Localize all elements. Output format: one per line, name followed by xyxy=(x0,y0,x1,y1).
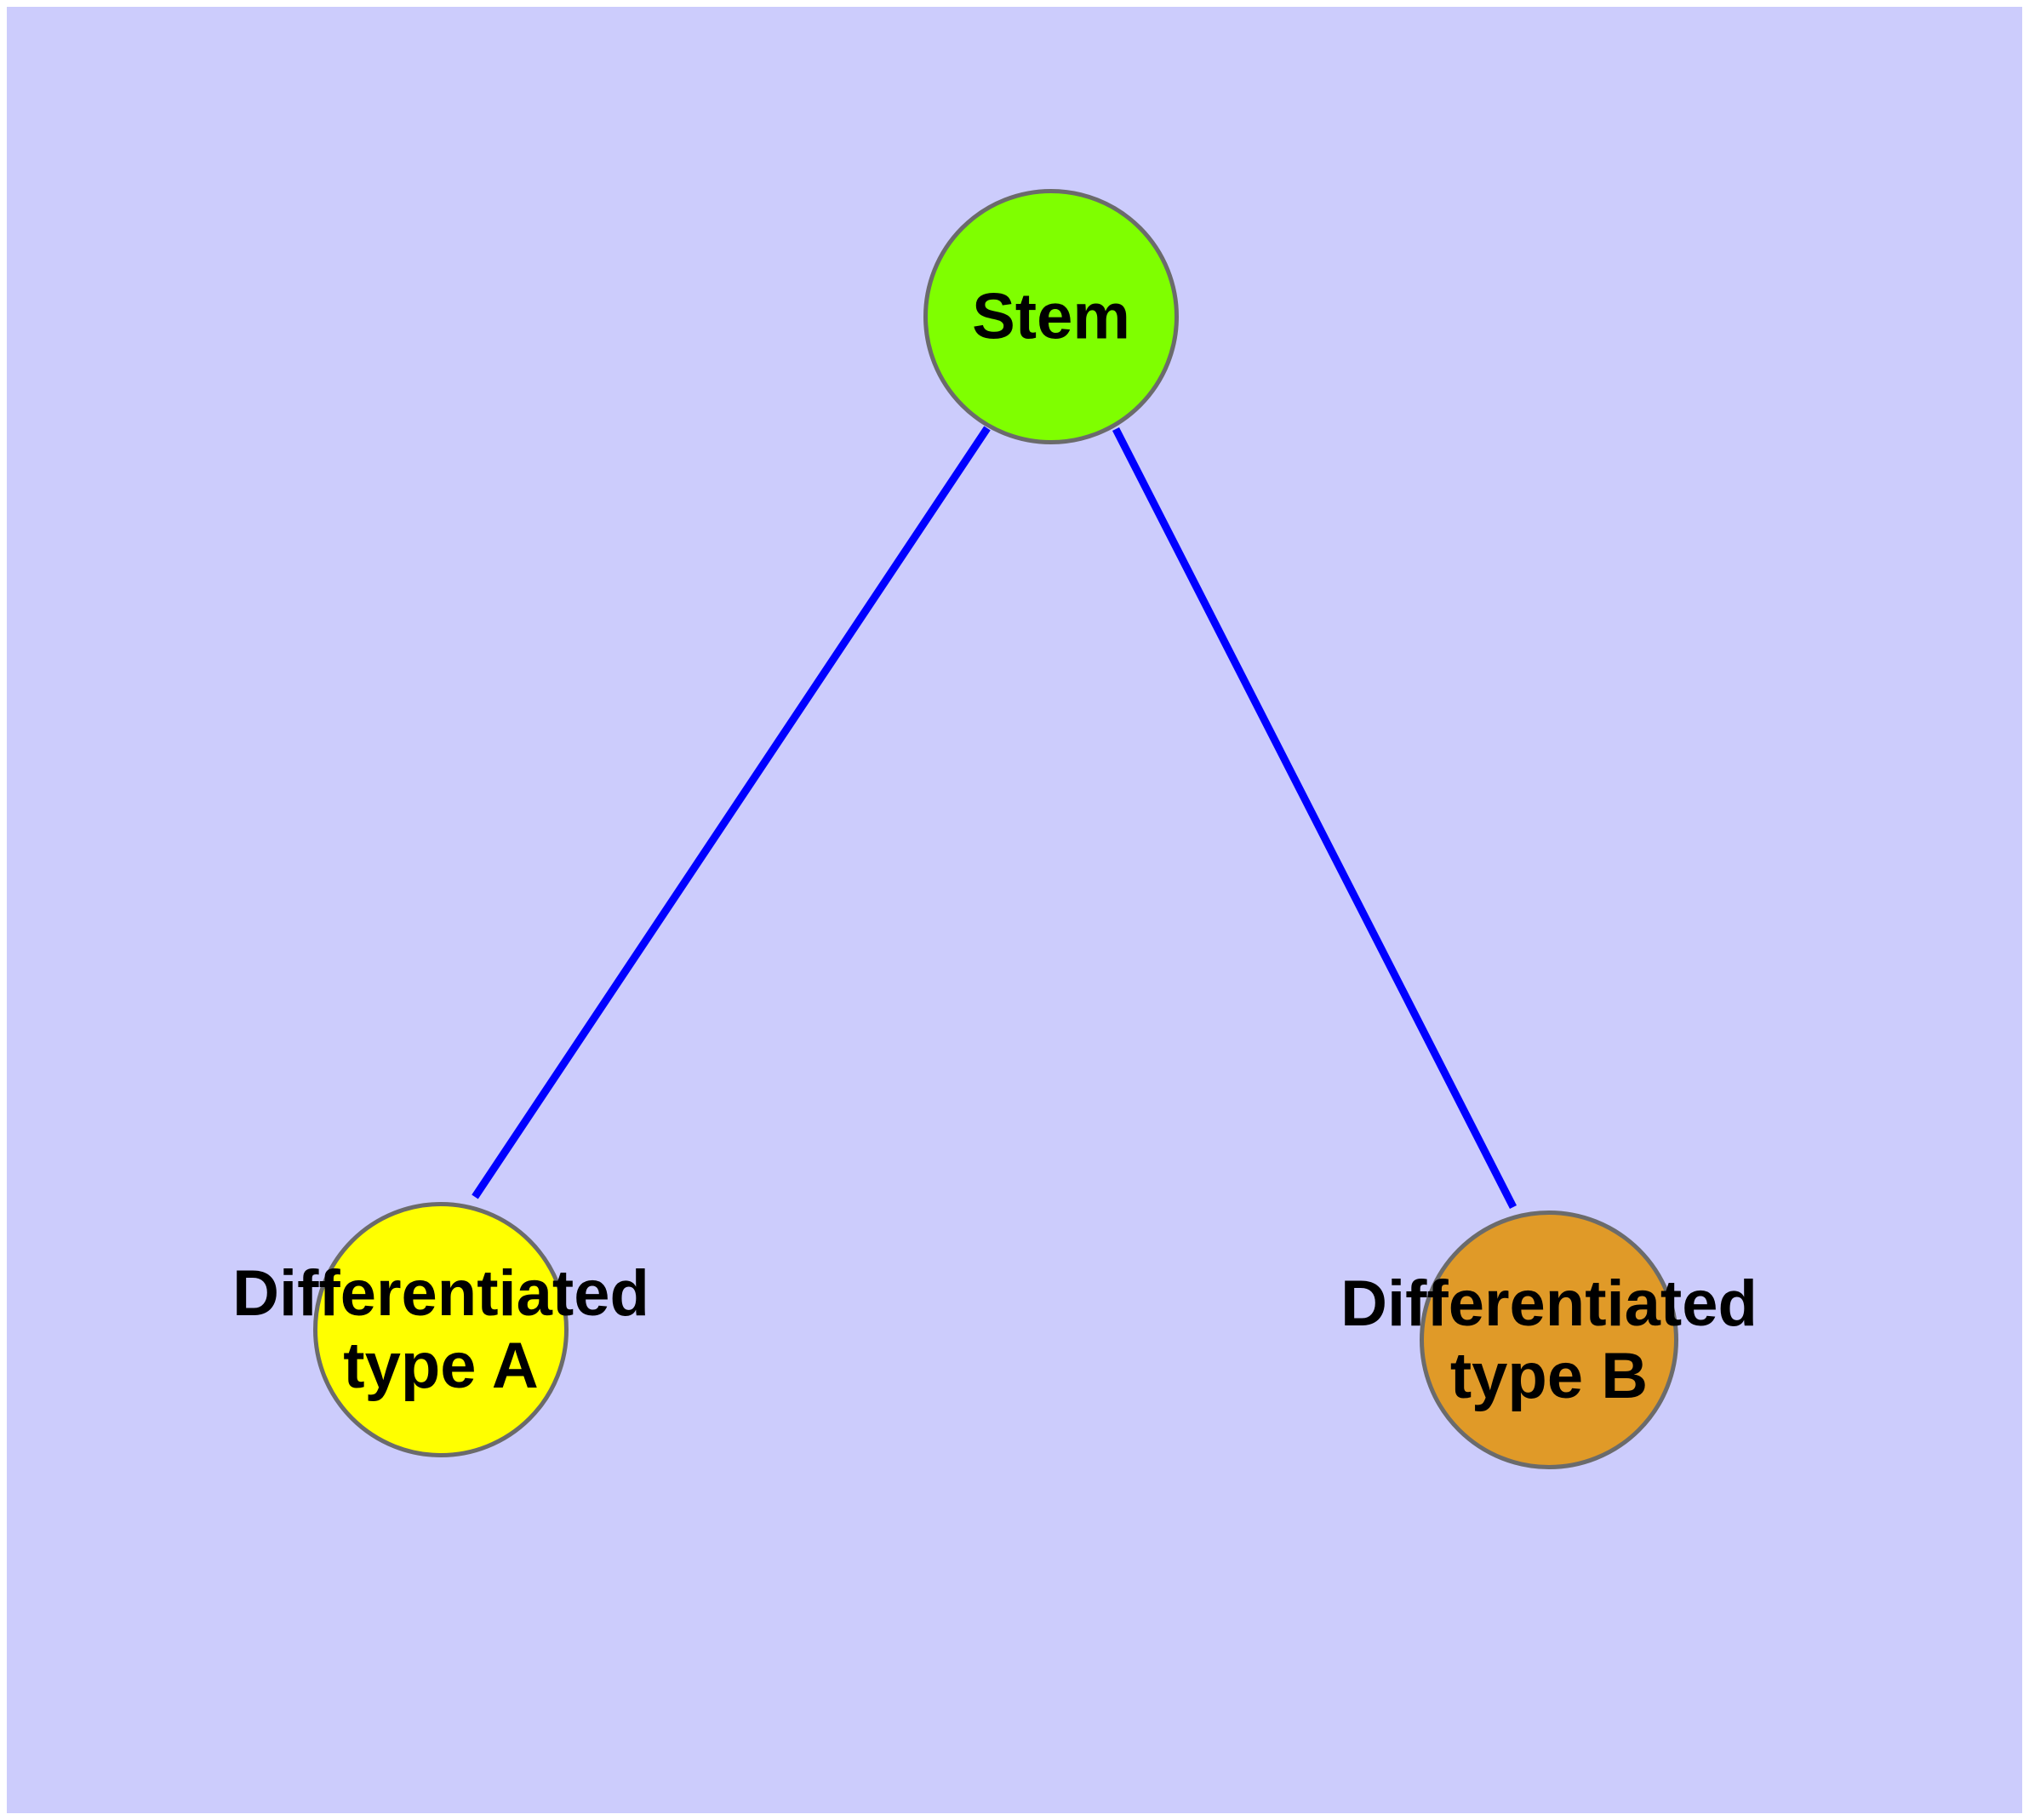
node-stem[interactable]: Stem xyxy=(923,189,1179,444)
edge-stem-to-type-a[interactable] xyxy=(472,426,991,1199)
edge-layer xyxy=(472,426,1517,1210)
node-differentiated-type-a[interactable]: Differentiated type A xyxy=(232,1202,649,1457)
edge-stem-to-type-b[interactable] xyxy=(1112,426,1517,1210)
diagram-canvas: Stem Differentiated type A Differentiate… xyxy=(7,7,2022,1813)
node-differentiated-type-b[interactable]: Differentiated type B xyxy=(1340,1210,1758,1469)
node-stem-label: Stem xyxy=(972,280,1130,353)
